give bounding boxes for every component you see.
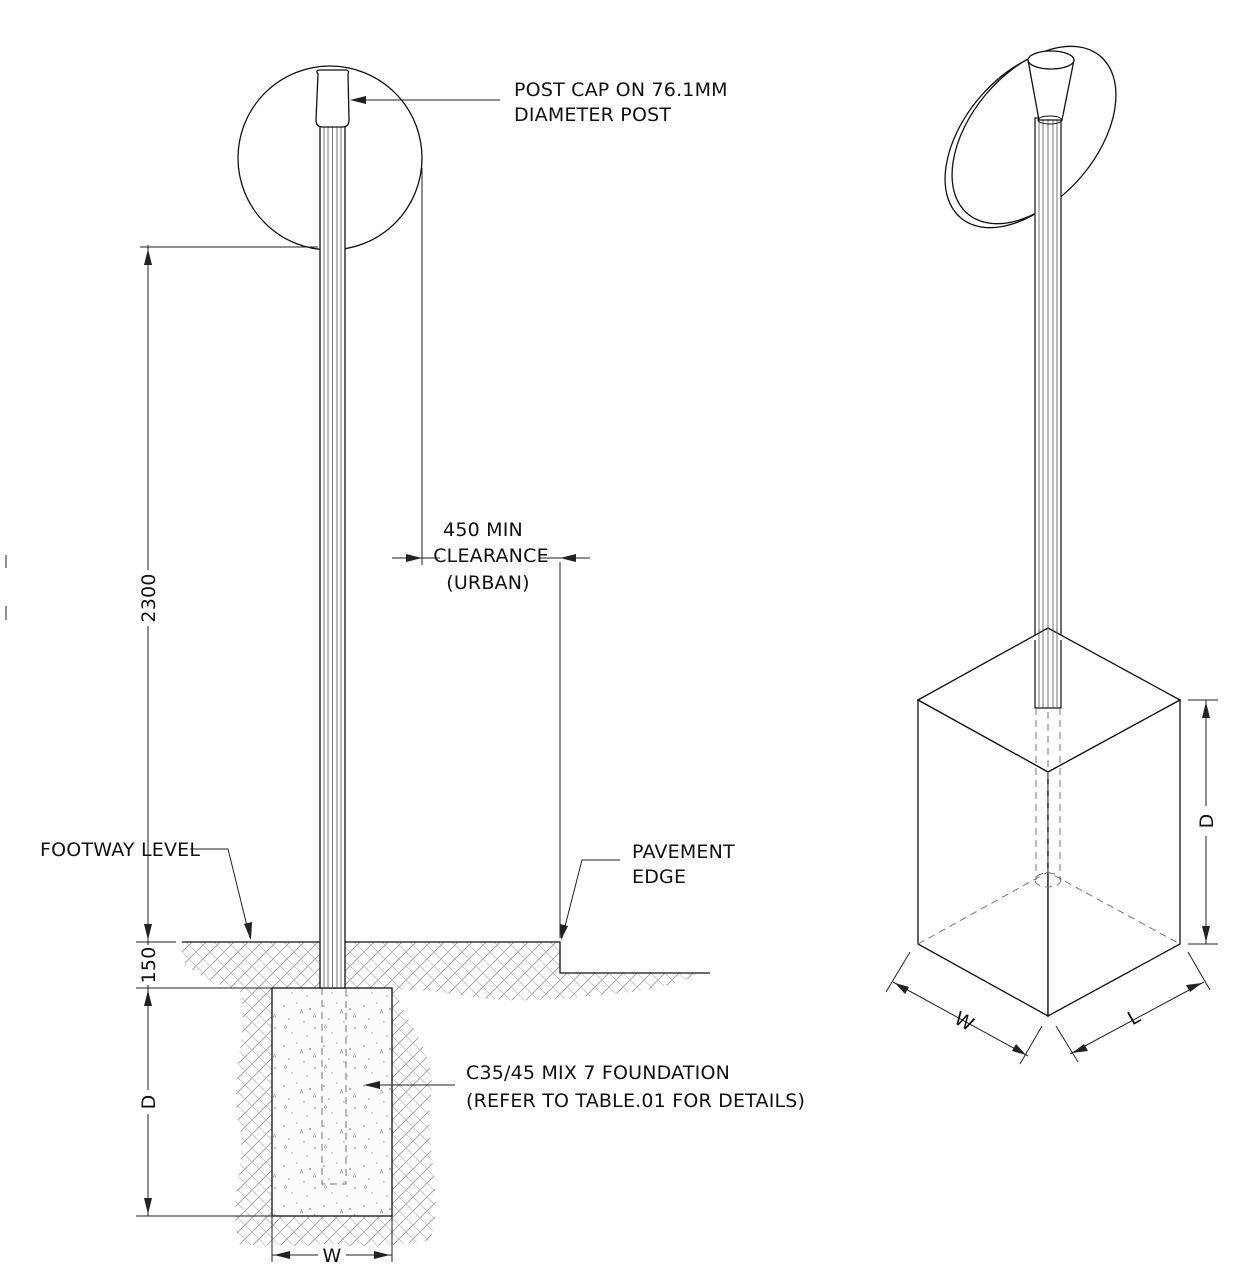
clearance-label-line2: CLEARANCE <box>433 545 549 567</box>
iso-foundation-box <box>916 627 1182 1018</box>
pavement-label-line1: PAVEMENT <box>632 841 735 863</box>
width-dimension <box>271 1216 393 1266</box>
dim-depth-d: D <box>138 1095 160 1110</box>
clearance-label-line3: (URBAN) <box>446 572 530 594</box>
post-cap-label-line1: POST CAP ON 76.1MM <box>514 79 728 101</box>
concrete-foundation <box>271 987 393 1217</box>
footway-leader <box>190 848 251 939</box>
vertical-dimension-chain <box>136 245 318 1217</box>
iso-post-cap <box>1027 50 1075 125</box>
iso-dim-depth-d: D <box>1196 814 1218 829</box>
post-cap-label-line2: DIAMETER POST <box>514 104 671 126</box>
post <box>319 125 346 989</box>
iso-post <box>1034 117 1062 709</box>
iso-length-dimension <box>1055 951 1211 1063</box>
isometric-view: D W L <box>885 45 1218 1065</box>
foundation-label-line2: (REFER TO TABLE.01 FOR DETAILS) <box>466 1090 805 1112</box>
footway-line <box>182 941 710 974</box>
iso-width-dimension <box>885 951 1043 1065</box>
pavement-label-line2: EDGE <box>632 866 686 888</box>
iso-dim-length-l: L <box>1124 1005 1144 1030</box>
dim-height-2300: 2300 <box>138 573 160 622</box>
elevation-view: POST CAP ON 76.1MM DIAMETER POST 450 MIN… <box>5 65 805 1267</box>
dim-kerb-150: 150 <box>138 947 160 984</box>
hidden-post-outline <box>321 988 347 1185</box>
clearance-label-line1: 450 MIN <box>443 519 523 541</box>
iso-depth-dimension <box>1188 699 1218 945</box>
iso-dim-width-w: W <box>950 1008 977 1036</box>
foundation-label-line1: C35/45 MIX 7 FOUNDATION <box>466 1062 730 1084</box>
pavement-leader <box>561 859 620 939</box>
footway-label: FOOTWAY LEVEL <box>40 839 200 861</box>
iso-disc <box>944 45 1117 229</box>
dim-width-w: W <box>323 1245 342 1267</box>
post-cap <box>315 69 350 128</box>
